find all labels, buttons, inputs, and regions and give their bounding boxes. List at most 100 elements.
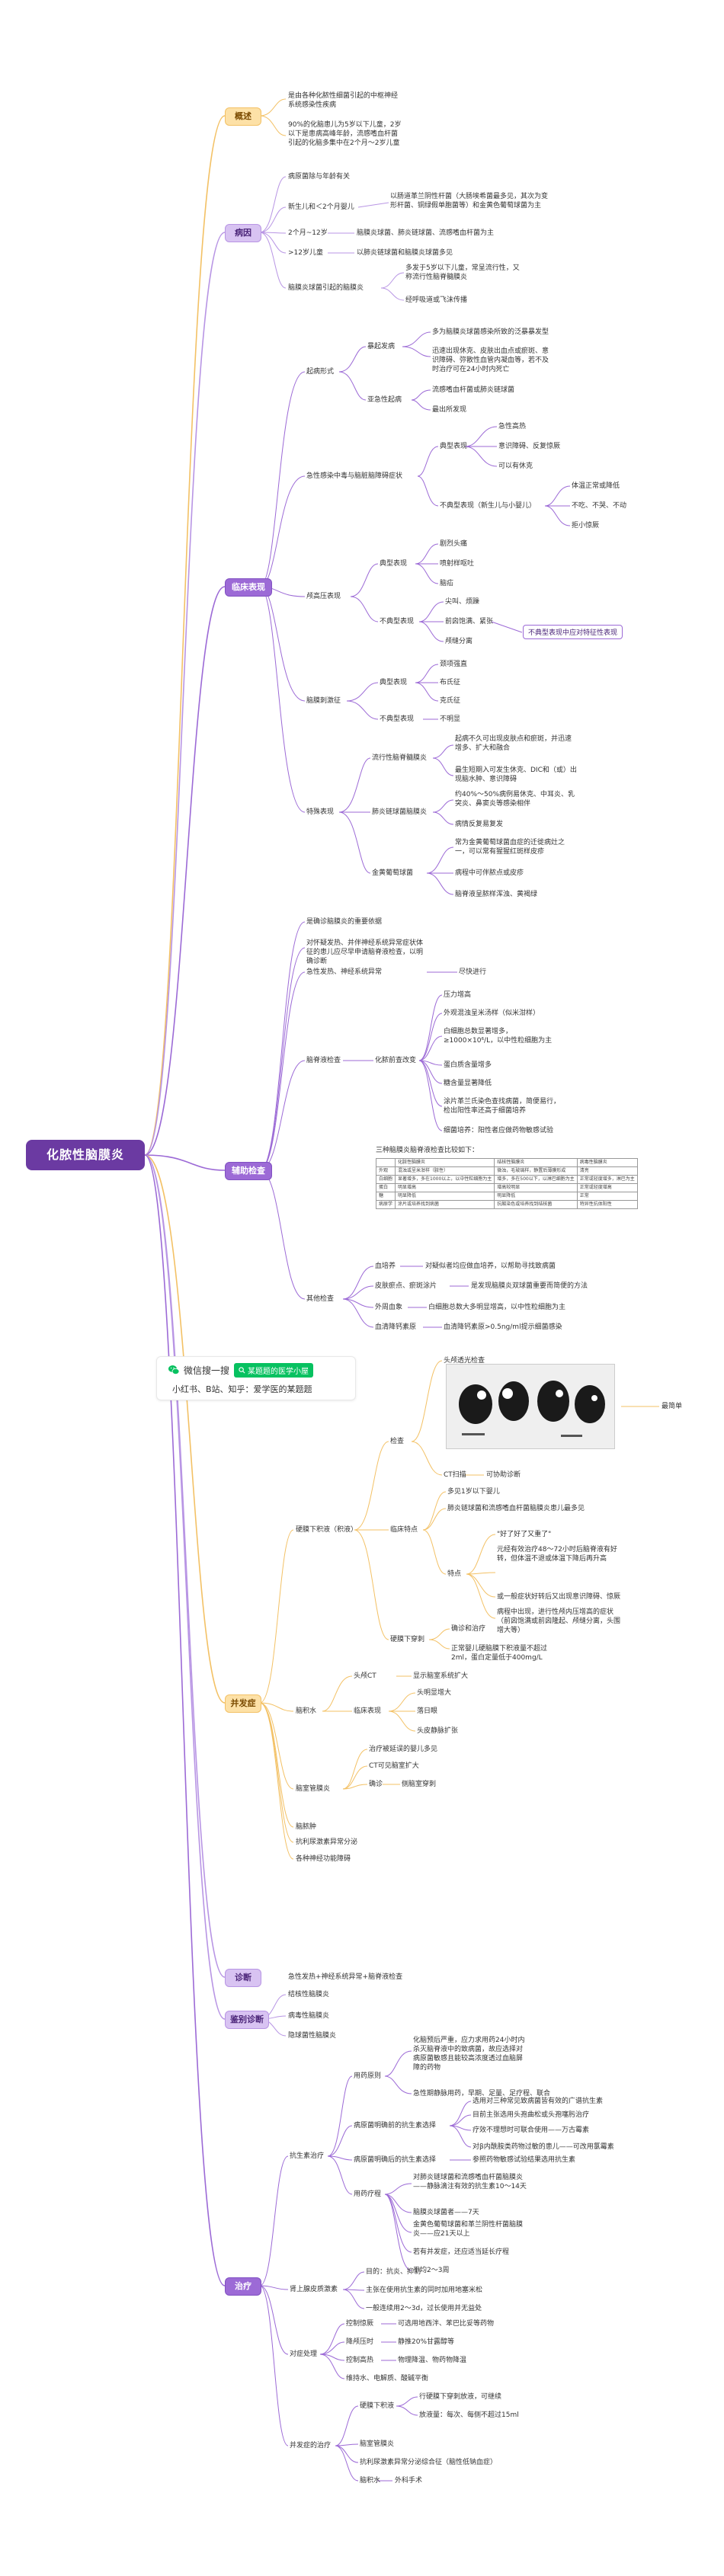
clinical-meningeal-typical-3: 克氏征	[440, 697, 461, 705]
wechat-search-text: 某题题的医学小屋	[248, 1367, 309, 1376]
wechat-search-row: 微信搜一搜 某题题的医学小屋	[168, 1362, 314, 1378]
treat-subdural: 硬膜下积液	[360, 2402, 395, 2410]
comp-features-infant: 多见1岁以下婴儿	[447, 1488, 500, 1496]
comp-subdural-check: 检查	[390, 1438, 405, 1445]
table-row: 病原学 涂片或培养找到病菌 抗酸染色或培养找到结核菌 特异性抗体阳性	[375, 1200, 638, 1209]
clinical-toxic-typical-3: 可以有休克	[498, 462, 533, 470]
comp-subdural: 硬膜下积液（积液）	[296, 1526, 358, 1534]
overview-definition: 是由各种化脓性细菌引起的中枢神经系统感染性疾病	[288, 92, 399, 109]
table-header-cell: 化脓性脑膜炎	[395, 1158, 495, 1167]
comp-trait-3: 或一般症状好转后又出现意识障碍、惊厥	[497, 1593, 621, 1601]
diagnosis-criteria: 急性发热+神经系统异常+脑脊液检查	[288, 1973, 403, 1981]
etiology-neonate-pathogens: 以肠道革兰阴性杆菌（大肠埃希菌最多见，其次为变形杆菌、铜绿假单胞菌等）和金黄色葡…	[390, 193, 549, 210]
treat-course: 用药疗程	[354, 2190, 382, 2198]
etiology-meningococcal: 脑膜炎球菌引起的脑膜炎	[288, 284, 364, 292]
aux-skin-smear: 皮肤瘀点、瘀斑涂片	[375, 1282, 437, 1290]
etiology-meningococcal-transmission: 经呼吸道或飞沫传播	[405, 296, 468, 304]
clinical-special-epidemic-2: 最生短期入可发生休克、DIC和（或）出现脑水肿、意识障碍	[455, 766, 577, 783]
etiology-neonate: 新生儿和＜2个月婴儿	[288, 203, 354, 211]
comp-siadh: 抗利尿激素异常分泌	[296, 1838, 358, 1846]
differential-viral: 病毒性脑膜炎	[288, 2012, 330, 2020]
clinical-icp-typical-3: 脑疝	[440, 580, 454, 587]
table-cell: 糖	[375, 1192, 396, 1201]
category-treatment[interactable]: 治疗	[225, 2277, 261, 2296]
comp-transillumination: 头颅透光检查	[444, 1357, 485, 1365]
table-cell: 正常或轻度增多，淋巴为主	[576, 1175, 638, 1184]
treat-fever: 控制高热	[346, 2357, 374, 2364]
aux-csf-fever-neuro: 急性发热、神经系统异常	[306, 968, 383, 976]
wechat-logo-icon	[168, 1365, 180, 1374]
treat-hydrocephalus-surgery: 外科手术	[395, 2477, 423, 2485]
comp-hydro-f2: 落日眼	[417, 1707, 438, 1715]
treat-empiric-1: 选用对三种常见致病菌皆有效的广谱抗生素	[473, 2098, 604, 2105]
comp-vent-2: CT可见脑室扩大	[369, 1762, 419, 1770]
table-cell: 增多，多在500以下，以淋巴细胞为主	[494, 1175, 578, 1184]
aux-blood-count: 外周血象	[375, 1304, 403, 1311]
treat-known-1: 参照药物敏感试验结果选用抗生素	[473, 2156, 576, 2164]
treat-course-3: 金黄色葡萄球菌和革兰阴性杆菌脑膜炎——应21天以上	[413, 2221, 524, 2238]
aux-blood-culture: 血培养	[375, 1262, 396, 1270]
category-complication[interactable]: 并发症	[225, 1694, 261, 1713]
table-cell: 蛋白	[375, 1183, 396, 1192]
comp-features-pathogen: 肺炎链球菌和流感嗜血杆菌脑膜炎患儿最多见	[447, 1505, 585, 1512]
clinical-toxic-atypical-3: 拒小惊厥	[572, 522, 600, 530]
aux-csf-importance: 是确诊脑膜炎的重要依据	[306, 918, 383, 926]
treat-course-4: 若有并发症，还应适当延长疗程	[413, 2248, 510, 2256]
transillumination-image	[446, 1364, 615, 1449]
treat-subdural-2: 放液量：每次、每侧不超过15ml	[419, 2411, 519, 2419]
wechat-search-button[interactable]: 某题题的医学小屋	[234, 1362, 314, 1378]
aux-csf-wbc: 白细胞总数显著增多，≥1000×10⁶/L，以中性粒细胞为主	[444, 1028, 553, 1045]
etiology-age-related: 病原菌除与年龄有关	[288, 173, 351, 181]
comp-hydrocephalus: 脑积水	[296, 1707, 317, 1715]
clinical-toxic-atypical: 不典型表现（新生儿与小婴儿）	[440, 502, 537, 510]
clinical-special-staph-2: 病程中可伴脓点或皮疹	[455, 869, 524, 877]
clinical-icp-typical-1: 剧烈头痛	[440, 540, 468, 548]
treat-course-2: 脑膜炎球菌者——7天	[413, 2209, 479, 2216]
clinical-special-staph: 金黄葡萄球菌	[372, 869, 414, 877]
table-cell: 特异性抗体阳性	[576, 1200, 638, 1209]
aux-csf-protein: 蛋白质含量增多	[444, 1061, 492, 1069]
treat-empiric: 病原菌明确前的抗生素选择	[354, 2122, 437, 2130]
treat-course-1: 对肺炎链球菌和流感嗜血杆菌脑膜炎——静脉滴注有效的抗生素10～14天	[413, 2174, 527, 2190]
comp-subdural-tap: 硬膜下穿刺	[390, 1636, 425, 1643]
category-clinical[interactable]: 临床表现	[225, 578, 272, 597]
clinical-special-epidemic-1: 起病不久可出现皮肤点和瘀斑，并迅速增多、扩大和融合	[455, 735, 572, 752]
wechat-search-banner[interactable]: 微信搜一搜 某题题的医学小屋 小红书、B站、知乎：爱学医的某题题	[156, 1356, 356, 1400]
comp-subdural-tap-1: 确诊和治疗	[451, 1625, 486, 1633]
clinical-special-pneumococcal: 肺炎链球菌脑膜炎	[372, 808, 428, 816]
clinical-icp-typical: 典型表现	[380, 560, 408, 568]
comp-neuro-deficits: 各种神经功能障碍	[296, 1855, 351, 1863]
comp-trait-2: 元经有效治疗48～72小时后脑脊液有好转，但体温不退或体温下降后再升高	[497, 1546, 617, 1563]
clinical-meningeal-atypical: 不典型表现	[380, 715, 415, 723]
clinical-toxic-typical-2: 意识障碍、反复惊厥	[498, 443, 561, 450]
clinical-onset-sudden-2: 迅速出现休克、皮肤出血点或瘀斑、意识障碍、弥散性血管内凝血等，若不及时治疗可在2…	[432, 347, 549, 373]
table-header-cell: 结核性脑膜炎	[494, 1158, 578, 1167]
wechat-brand-label: 微信搜一搜	[184, 1365, 230, 1376]
treat-steroid-1: 目的：抗炎、抑制	[366, 2268, 421, 2276]
category-overview[interactable]: 概述	[225, 107, 261, 126]
category-etiology[interactable]: 病因	[225, 224, 261, 242]
etiology-over-12y-pathogens: 以肺炎链球菌和脑膜炎球菌多见	[357, 249, 453, 257]
category-differential[interactable]: 鉴别诊断	[225, 2011, 269, 2029]
clinical-onset-subacute: 亚急性起病	[367, 396, 402, 404]
treat-principle-2: 急性期静脉用药，早期、足量、足疗程、联合	[413, 2090, 551, 2098]
clinical-onset-subacute-1: 流感嗜血杆菌或肺炎链球菌	[432, 386, 515, 394]
table-cell: 病原学	[375, 1200, 396, 1209]
category-diagnosis[interactable]: 诊断	[225, 1969, 261, 1987]
table-row: 外观 混浊或呈米泔样（脓性） 微浊，毛玻璃样，静置后薄膜形成 清亮	[375, 1166, 638, 1176]
aux-csf-exam: 脑脊液检查	[306, 1057, 341, 1064]
category-aux-exam[interactable]: 辅助检查	[225, 1162, 272, 1180]
aux-csf-culture: 细菌培养：阳性者应做药物敏感试验	[444, 1127, 554, 1134]
table-cell: 混浊或呈米泔样（脓性）	[395, 1166, 495, 1176]
clinical-special-staph-1: 常为金黄葡萄球菌血症的迁徙病灶之一，可以常有猩猩红斑样皮疹	[455, 839, 565, 856]
aux-table-title: 三种脑膜炎脑脊液检查比较如下：	[376, 1147, 479, 1154]
treat-fever-desc: 物理降温、物药物降温	[398, 2357, 467, 2364]
clinical-icp-note-box: 不典型表现中应对特征性表现	[523, 625, 623, 639]
comp-subdural-tap-2: 正常婴儿硬脑膜下积液量不超过2ml，蛋白定量低于400mg/L	[451, 1645, 548, 1662]
treat-principle: 用药原则	[354, 2072, 382, 2080]
etiology-meningococcal-epidemic: 多发于5岁以下儿童，常呈流行性，又称流行性脑脊髓膜炎	[405, 264, 520, 281]
treat-subdural-1: 行硬膜下穿刺放液，可继续	[419, 2393, 502, 2401]
treat-steroid: 肾上腺皮质激素	[290, 2286, 338, 2293]
csf-comparison-table: 化脓性脑膜炎 结核性脑膜炎 病毒性脑膜炎 外观 混浊或呈米泔样（脓性） 微浊，毛…	[375, 1158, 638, 1209]
search-icon	[239, 1366, 245, 1373]
